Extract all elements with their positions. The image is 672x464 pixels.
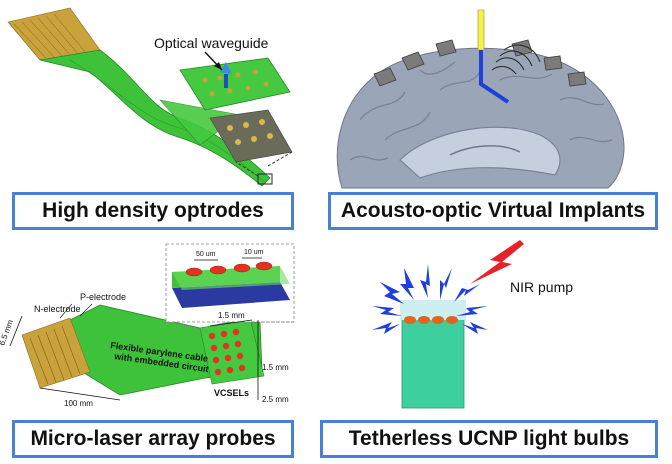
microlaser-probe-illustration [9,243,295,401]
nir-pump-label: NIR pump [510,279,573,295]
optrode-illustration [7,7,293,187]
dimension-50um: 50 um [196,251,216,258]
p-electrode-label: P-electrode [80,292,126,302]
dimension-6-5mm: 6.5 mm [0,318,15,346]
dimension-1-5mm-height: 1.5 mm [262,363,289,372]
caption-micro-laser-array-probes: Micro-laser array probes [12,420,294,458]
brain-illustration [336,9,625,189]
dimension-100mm: 100 mm [64,399,93,408]
caption-tetherless-ucnp-light-bulbs: Tetherless UCNP light bulbs [320,420,658,458]
caption-acousto-optic-virtual-implants: Acousto-optic Virtual Implants [328,192,658,230]
dimension-1-5mm-width: 1.5 mm [218,311,245,320]
dimension-2-5mm: 2.5 mm [262,395,289,404]
vcsels-label: VCSELs [214,388,249,398]
ucnp-illustration [372,240,524,409]
n-electrode-label: N-electrode [34,304,81,314]
optical-waveguide-label: Optical waveguide [154,35,269,51]
caption-high-density-optrodes: High density optrodes [12,192,294,230]
dimension-10um: 10 um [244,249,264,256]
